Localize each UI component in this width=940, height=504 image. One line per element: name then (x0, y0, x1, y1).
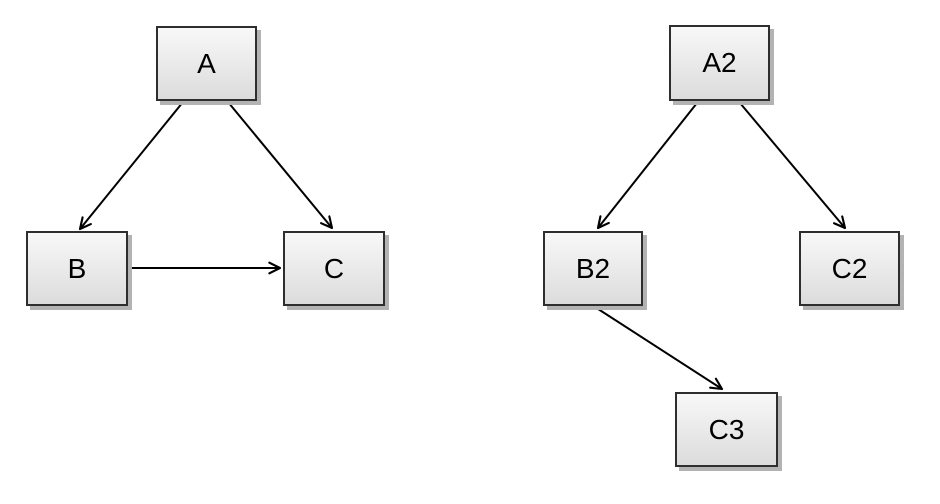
node-B[interactable]: B (26, 231, 128, 306)
edge-A-B (78, 101, 184, 231)
node-C3[interactable]: C3 (675, 392, 778, 467)
node-B2-label: B2 (575, 252, 611, 284)
edge-B2-C3 (594, 306, 724, 391)
node-B2[interactable]: B2 (543, 231, 643, 306)
node-A2[interactable]: A2 (669, 25, 770, 101)
node-C3-label: C3 (708, 413, 745, 445)
node-B-label: B (67, 252, 87, 284)
edge-A2-C2 (739, 102, 847, 230)
edges-group (78, 101, 847, 391)
node-C-label: C (323, 252, 345, 284)
node-A[interactable]: A (156, 26, 257, 101)
node-C2-label: C2 (831, 252, 868, 284)
node-A2-label: A2 (702, 47, 737, 78)
edge-A-C (227, 101, 334, 230)
edge-A2-B2 (596, 102, 698, 230)
node-C[interactable]: C (283, 231, 385, 306)
node-C2[interactable]: C2 (799, 231, 900, 306)
node-A-label: A (197, 47, 216, 79)
